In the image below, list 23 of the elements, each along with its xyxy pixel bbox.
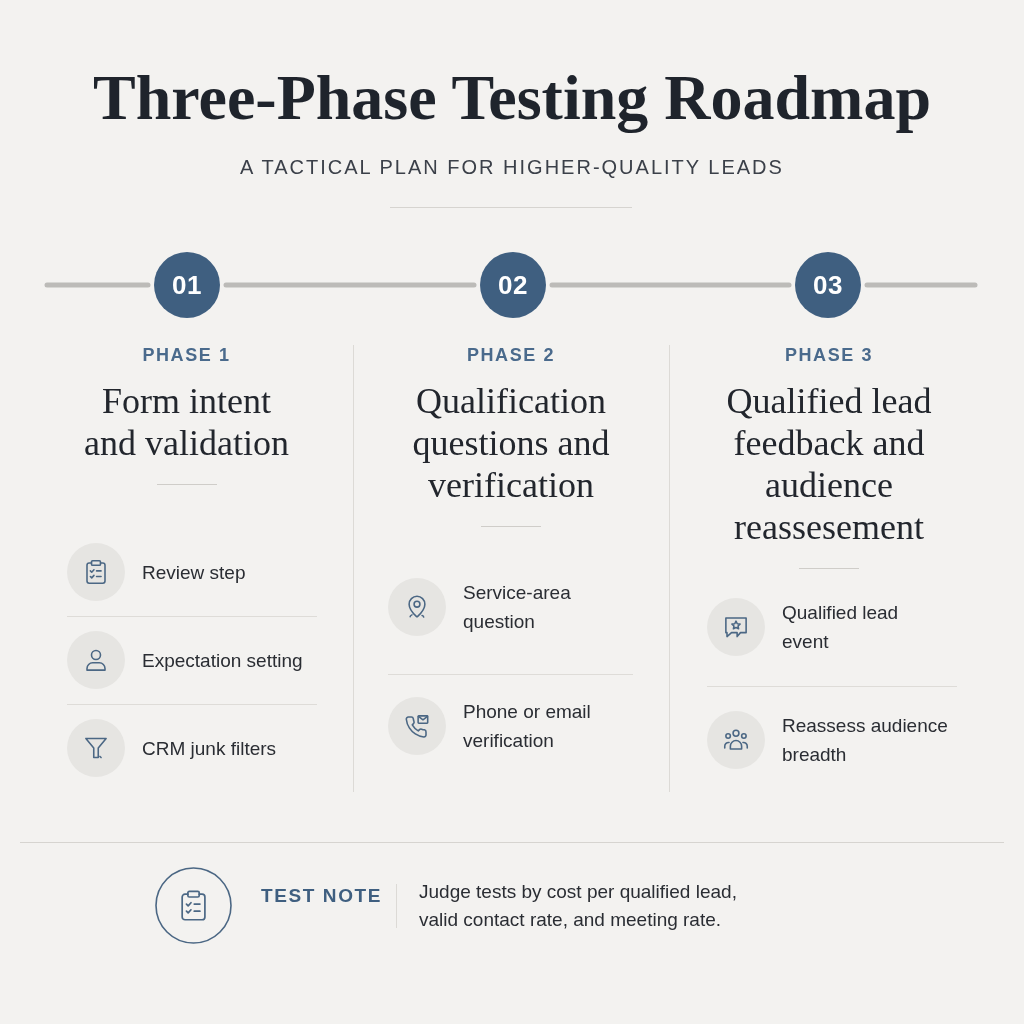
step-text: Expectation setting <box>142 648 303 673</box>
step-text: Qualified lead event <box>782 601 900 654</box>
phase-label: PHASE 1 <box>142 344 231 366</box>
step-text: Phone or email verification <box>463 700 592 753</box>
phase-heading: Qualification questions and verification <box>411 380 611 506</box>
step-text: Review step <box>142 560 246 585</box>
timeline-connector <box>223 282 477 288</box>
note-heading: TEST NOTE <box>261 884 382 908</box>
phase-heading: Form intent and validation <box>83 380 290 464</box>
step-text: Reassess audience breadth <box>782 714 949 767</box>
step-text: Service-area question <box>463 581 572 634</box>
step-number-circle: 02 <box>480 252 546 318</box>
timeline-connector <box>864 282 978 288</box>
note-text: Judge tests by cost per qualified lead, valid contact rate, and meeting rate. <box>419 880 738 932</box>
timeline-connector <box>44 282 151 288</box>
subtitle: A TACTICAL PLAN FOR HIGHER-QUALITY LEADS <box>239 155 785 179</box>
phase-label: PHASE 3 <box>784 344 874 366</box>
timeline-connector <box>549 282 792 288</box>
phase-label: PHASE 2 <box>466 344 556 366</box>
step-number-circle: 01 <box>154 252 220 318</box>
step-number-circle: 03 <box>795 252 861 318</box>
step-text: CRM junk filters <box>142 736 277 761</box>
phase-heading: Qualified lead feedback and audience reassesement <box>725 380 933 548</box>
